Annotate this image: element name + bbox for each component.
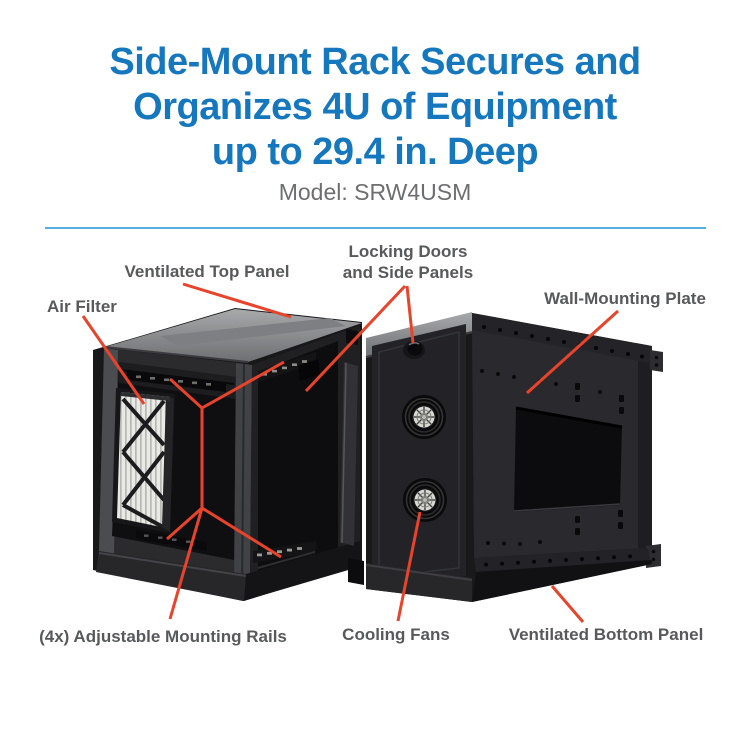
callout-locking-doors-line2: and Side Panels: [342, 263, 474, 282]
leader-wall-mounting-plate: [525, 309, 620, 395]
mounting-rail-bottom-right: [253, 541, 316, 563]
model-number: Model: SRW4USM: [278, 179, 472, 205]
page-title: Side-Mount Rack Secures and Organizes 4U…: [0, 40, 750, 205]
wall-plate-mounting-ears: [646, 350, 663, 568]
left-rack-image: [93, 308, 364, 601]
leader-ventilated-bottom-panel: [550, 585, 585, 623]
callout-locking-doors: Locking Doors and Side Panels: [343, 241, 473, 283]
cooling-fan-bottom: [402, 477, 448, 523]
back-top-rail: [472, 313, 652, 364]
leader-lines: [81, 282, 620, 623]
leader-locking-side-panel: [304, 284, 407, 393]
ventilated-bottom-panel-graphic: [472, 548, 652, 602]
wall-mounting-plate-graphic: [472, 330, 652, 558]
callout-cooling-fans: Cooling Fans: [342, 625, 450, 644]
leader-locking-door: [405, 285, 415, 344]
header-divider: [45, 227, 706, 229]
mounting-rail-top-left: [127, 371, 226, 392]
leader-ventilated-top-panel: [182, 282, 292, 319]
callout-locking-doors-line1: Locking Doors: [348, 242, 468, 261]
callout-air-filter: Air Filter: [47, 297, 117, 316]
leader-cooling-fans: [396, 511, 422, 622]
side-door-panel: [372, 324, 466, 586]
ventilated-top-panel-graphic: [104, 309, 362, 363]
leader-air-filter: [81, 315, 146, 405]
lock-knob: [403, 341, 425, 359]
callout-adjustable-mounting-rails: (4x) Adjustable Mounting Rails: [39, 627, 287, 646]
cooling-fan-top: [401, 394, 447, 440]
right-rack-image: [365, 312, 663, 602]
title-line-1: Side-Mount Rack Secures and: [109, 41, 641, 83]
callout-ventilated-top-panel: Ventilated Top Panel: [124, 262, 290, 281]
leader-mounting-rails: [166, 360, 285, 620]
callout-ventilated-bottom-panel: Ventilated Bottom Panel: [508, 625, 704, 644]
title-line-3: up to 29.4 in. Deep: [211, 131, 539, 173]
air-filter-graphic: [112, 388, 175, 533]
mounting-rail-bottom-left: [136, 530, 207, 551]
callout-wall-mounting-plate: Wall-Mounting Plate: [544, 289, 706, 308]
left-rack-base: [96, 541, 360, 601]
title-line-2: Organizes 4U of Equipment: [133, 86, 617, 128]
